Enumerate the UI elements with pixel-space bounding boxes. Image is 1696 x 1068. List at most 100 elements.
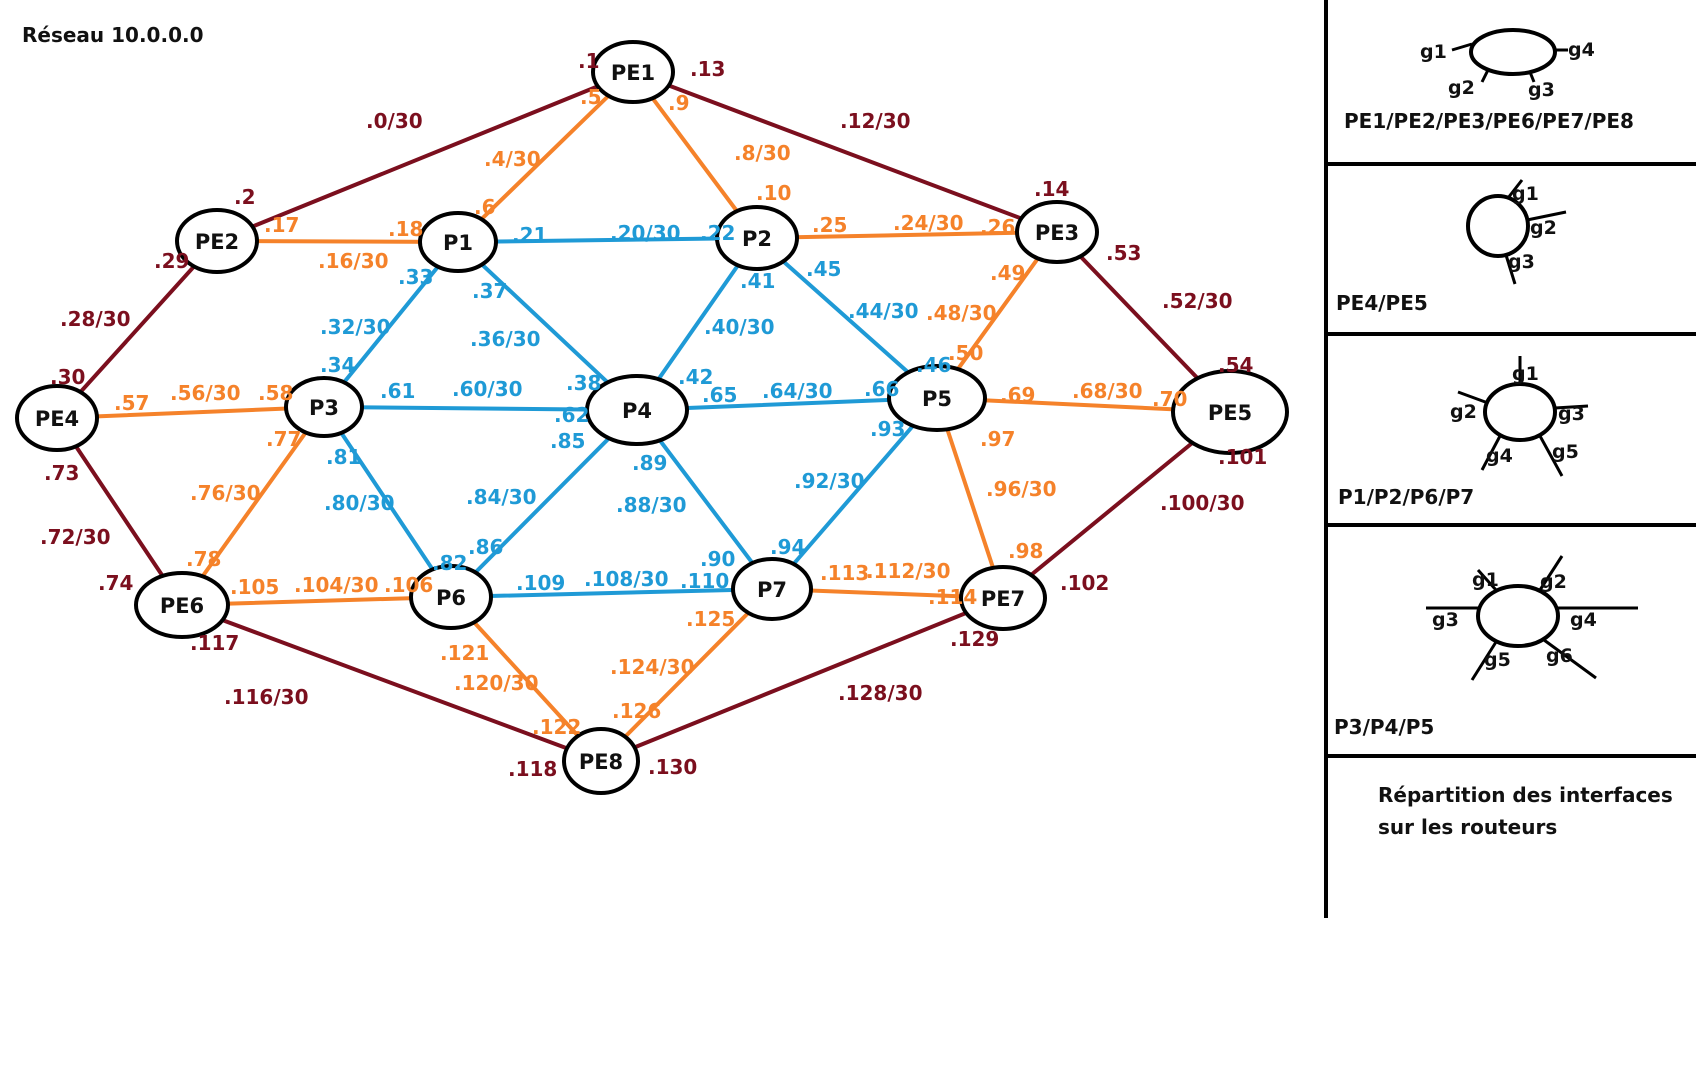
link-ip-from-label: .101: [1218, 445, 1267, 469]
link-ip-to-label: .62: [554, 403, 589, 427]
router-label: PE4: [35, 407, 79, 431]
link-pe7-pe8: [599, 596, 1005, 763]
link-ip-from-label: .49: [990, 261, 1025, 285]
link-subnet-label: .40/30: [704, 315, 775, 339]
link-ip-to-label: .130: [648, 755, 697, 779]
router-label: P5: [922, 387, 952, 411]
link-ip-from-label: .117: [190, 631, 239, 655]
link-subnet-label: .112/30: [866, 559, 950, 583]
port-label: g2: [1530, 217, 1557, 239]
link-ip-to-label: .18: [388, 217, 423, 241]
link-ip-to-label: .78: [186, 547, 221, 571]
link-pe4-pe6: [55, 416, 184, 607]
link-p3-pe6: [180, 405, 326, 607]
link-ip-from-label: .125: [686, 607, 735, 631]
link-p5-pe7: [935, 396, 1005, 600]
link-p6-p7: [449, 587, 774, 599]
link-ip-to-label: .46: [916, 353, 951, 377]
router-pe2: PE2: [175, 208, 259, 274]
router-pe5: PE5: [1171, 369, 1289, 455]
router-label: PE8: [579, 750, 623, 774]
link-p3-p6: [322, 405, 453, 599]
router-symbol: [1469, 28, 1557, 76]
link-ip-to-label: .118: [508, 757, 557, 781]
port-label: g4: [1486, 445, 1513, 467]
interface-stub: [1528, 71, 1536, 83]
port-label: g3: [1508, 251, 1535, 273]
link-ip-to-label: .30: [50, 365, 85, 389]
link-ip-from-label: .93: [870, 417, 905, 441]
port-label: g1: [1512, 363, 1539, 385]
link-ip-to-label: .94: [770, 535, 805, 559]
link-ip-to-label: .110: [680, 569, 729, 593]
link-p3-p4: [322, 405, 639, 412]
link-p6-pe8: [449, 595, 603, 763]
link-ip-from-label: .61: [380, 379, 415, 403]
router-node: [585, 374, 689, 446]
link-ip-to-label: .10: [756, 181, 791, 205]
link-p5-p7: [770, 396, 939, 591]
link-subnet-label: .128/30: [838, 681, 922, 705]
router-node: [1171, 369, 1289, 455]
link-p4-p6: [449, 408, 639, 599]
interface-stub: [1470, 641, 1498, 681]
link-subnet-label: .52/30: [1162, 289, 1233, 313]
link-ip-to-label: .86: [468, 535, 503, 559]
router-label: P2: [742, 227, 772, 251]
router-label: P6: [436, 586, 466, 610]
interface-stub: [1526, 210, 1567, 222]
router-pe1: PE1: [591, 40, 675, 104]
link-ip-from-label: .41: [740, 269, 775, 293]
link-subnet-label: .56/30: [170, 381, 241, 405]
port-label: g2: [1448, 77, 1475, 99]
router-label: PE6: [160, 594, 204, 618]
router-pe7: PE7: [959, 565, 1047, 631]
link-subnet-label: .68/30: [1072, 379, 1143, 403]
link-subnet-label: .100/30: [1160, 491, 1244, 515]
interface-stub: [1457, 390, 1489, 405]
link-ip-from-label: .85: [550, 429, 585, 453]
router-pe4: PE4: [15, 384, 99, 452]
link-subnet-label: .16/30: [318, 249, 389, 273]
link-pe4-p3: [55, 405, 326, 420]
link-ip-from-label: .109: [516, 571, 565, 595]
interface-stub: [1538, 555, 1564, 591]
link-subnet-label: .108/30: [584, 567, 668, 591]
link-ip-to-label: .22: [700, 221, 735, 245]
legend-caption: PE4/PE5: [1336, 291, 1428, 315]
link-subnet-label: .124/30: [610, 655, 694, 679]
link-subnet-label: .80/30: [324, 491, 395, 515]
port-label: g3: [1528, 79, 1555, 101]
port-label: g2: [1540, 571, 1567, 593]
link-p1-p3: [322, 240, 460, 409]
legend-caption: P1/P2/P6/P7: [1338, 485, 1474, 509]
link-ip-to-label: .74: [98, 571, 133, 595]
port-label: g3: [1432, 609, 1459, 631]
link-ip-to-label: .14: [1034, 177, 1069, 201]
link-ip-to-label: .98: [1008, 539, 1043, 563]
router-p2: P2: [715, 205, 799, 271]
interface-stub: [1480, 435, 1502, 471]
labels-layer: .0/30.1.2.4/30.5.6.8/30.9.10.12/30.13.14…: [40, 49, 1267, 781]
link-ip-to-label: .6: [474, 195, 496, 219]
router-node: [15, 384, 99, 452]
router-node: [409, 564, 493, 630]
router-p4: P4: [585, 374, 689, 446]
link-ip-from-label: .69: [1000, 383, 1035, 407]
link-subnet-label: .20/30: [610, 221, 681, 245]
link-ip-to-label: .54: [1218, 353, 1253, 377]
link-subnet-label: .28/30: [60, 307, 131, 331]
interface-stub: [1504, 254, 1517, 285]
router-p6: P6: [409, 564, 493, 630]
link-subnet-label: .12/30: [840, 109, 911, 133]
link-p1-p2: [456, 236, 759, 244]
router-symbol: [1483, 382, 1557, 442]
link-ip-to-label: .82: [432, 551, 467, 575]
link-ip-from-label: .57: [114, 391, 149, 415]
link-ip-from-label: .25: [812, 213, 847, 237]
link-ip-from-label: .105: [230, 575, 279, 599]
link-p7-pe8: [599, 587, 774, 763]
link-ip-to-label: .42: [678, 365, 713, 389]
router-p5: P5: [887, 364, 987, 432]
router-node: [731, 557, 813, 621]
